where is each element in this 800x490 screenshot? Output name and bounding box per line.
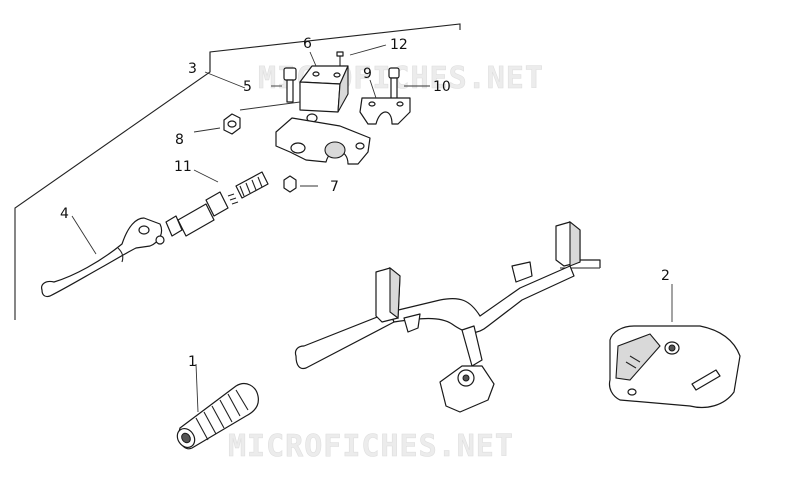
bolt-10 xyxy=(388,67,400,101)
switch-housing-2 xyxy=(608,325,741,409)
leader-lines xyxy=(71,44,673,413)
callout-1: 1 xyxy=(188,354,197,370)
brake-lever-4 xyxy=(41,217,165,298)
callout-12: 12 xyxy=(390,37,408,53)
callout-9: 9 xyxy=(363,66,372,82)
grip-1 xyxy=(176,383,259,450)
screw-12 xyxy=(336,51,344,66)
callout-6: 6 xyxy=(303,36,312,52)
callout-8: 8 xyxy=(175,132,184,148)
watermark-bottom: MICROFICHES.NET xyxy=(228,429,514,464)
callout-7: 7 xyxy=(330,179,339,195)
master-cylinder-6 xyxy=(299,65,349,123)
callout-3: 3 xyxy=(188,61,197,77)
callout-2: 2 xyxy=(661,268,670,284)
master-cylinder-body xyxy=(275,117,371,165)
callout-10: 10 xyxy=(433,79,451,95)
bolt-5 xyxy=(283,67,297,103)
nut-7 xyxy=(283,175,297,193)
nut-8 xyxy=(223,113,241,135)
callout-4: 4 xyxy=(60,206,69,222)
handlebar-frame xyxy=(294,220,601,413)
clamp-9 xyxy=(359,97,411,125)
callout-11: 11 xyxy=(174,159,192,175)
piston-kit-11 xyxy=(165,171,269,237)
callout-5: 5 xyxy=(243,79,252,95)
callouts: 3 5 6 12 9 10 8 11 7 4 1 2 xyxy=(60,36,670,370)
